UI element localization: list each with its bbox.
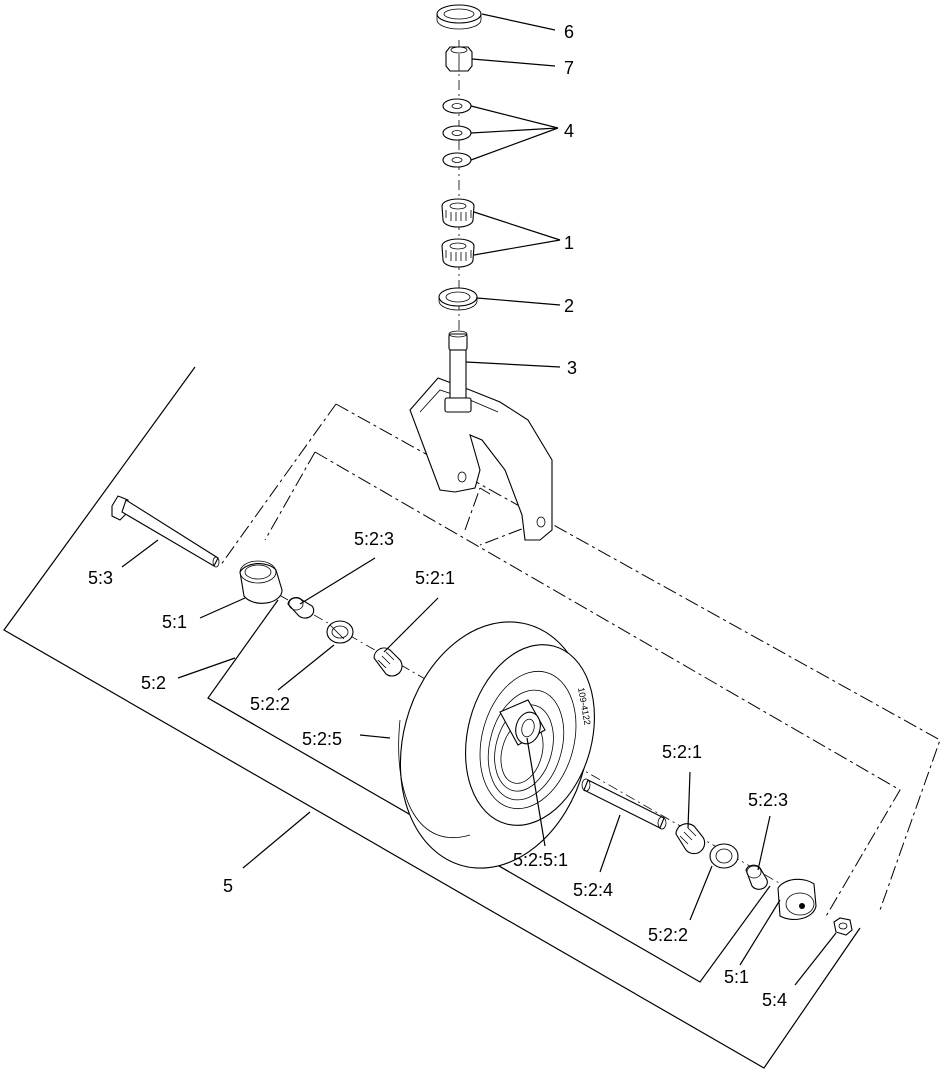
wheel-hub-tube — [499, 699, 546, 746]
callout-5-2-3-right: 5:2:3 — [748, 790, 788, 810]
bearing-cup — [438, 287, 478, 311]
tapered-bearings — [441, 198, 475, 268]
phantom-lines — [219, 403, 941, 919]
callout-5-3: 5:3 — [88, 568, 113, 588]
bushing-right — [745, 864, 768, 890]
bearing-cup-right — [709, 843, 739, 869]
callout-6: 6 — [564, 22, 574, 42]
callout-5-1-right: 5:1 — [724, 967, 749, 987]
washers — [442, 98, 472, 168]
callout-2: 2 — [564, 296, 574, 316]
spacer-left — [239, 560, 283, 604]
callout-5-2-5-1: 5:2:5:1 — [513, 850, 568, 870]
spacer-tube — [581, 778, 667, 830]
callout-5-2-5: 5:2:5 — [302, 729, 342, 749]
tapered-bearing-left — [373, 647, 403, 677]
wheel-tire: 109-4122 — [398, 621, 595, 869]
callout-5-2-4: 5:2:4 — [573, 880, 613, 900]
callout-5-2-1: 5:2:1 — [415, 568, 455, 588]
assembly-5-bracket — [3, 366, 861, 1069]
leader-lines — [121, 13, 837, 986]
callout-5-2-2-right: 5:2:2 — [648, 925, 688, 945]
locknut — [445, 46, 473, 72]
callout-labels: 6 7 4 1 2 3 5:3 5:2:3 5:2:1 5:1 5:2 5:2:… — [88, 22, 788, 1010]
callout-4: 4 — [564, 121, 574, 141]
callout-5-2-1-right: 5:2:1 — [662, 742, 702, 762]
callout-3: 3 — [567, 358, 577, 378]
caster-fork — [409, 377, 553, 541]
callout-1: 1 — [564, 233, 574, 253]
bushing-left — [287, 597, 315, 619]
bearing-cup-left — [326, 620, 354, 644]
callout-7: 7 — [564, 58, 574, 78]
callout-5-2-3: 5:2:3 — [354, 529, 394, 549]
spindle — [444, 330, 472, 413]
tapered-bearing-right — [675, 823, 706, 855]
dust-cap — [436, 4, 482, 30]
axle-nut — [833, 917, 853, 936]
axle-bolt — [111, 495, 220, 568]
callout-5: 5 — [223, 876, 233, 896]
callout-5-2: 5:2 — [141, 673, 166, 693]
spacer-right — [777, 878, 817, 921]
callout-5-2-2: 5:2:2 — [250, 694, 290, 714]
callout-5-1: 5:1 — [162, 612, 187, 632]
callout-5-4: 5:4 — [762, 990, 787, 1010]
